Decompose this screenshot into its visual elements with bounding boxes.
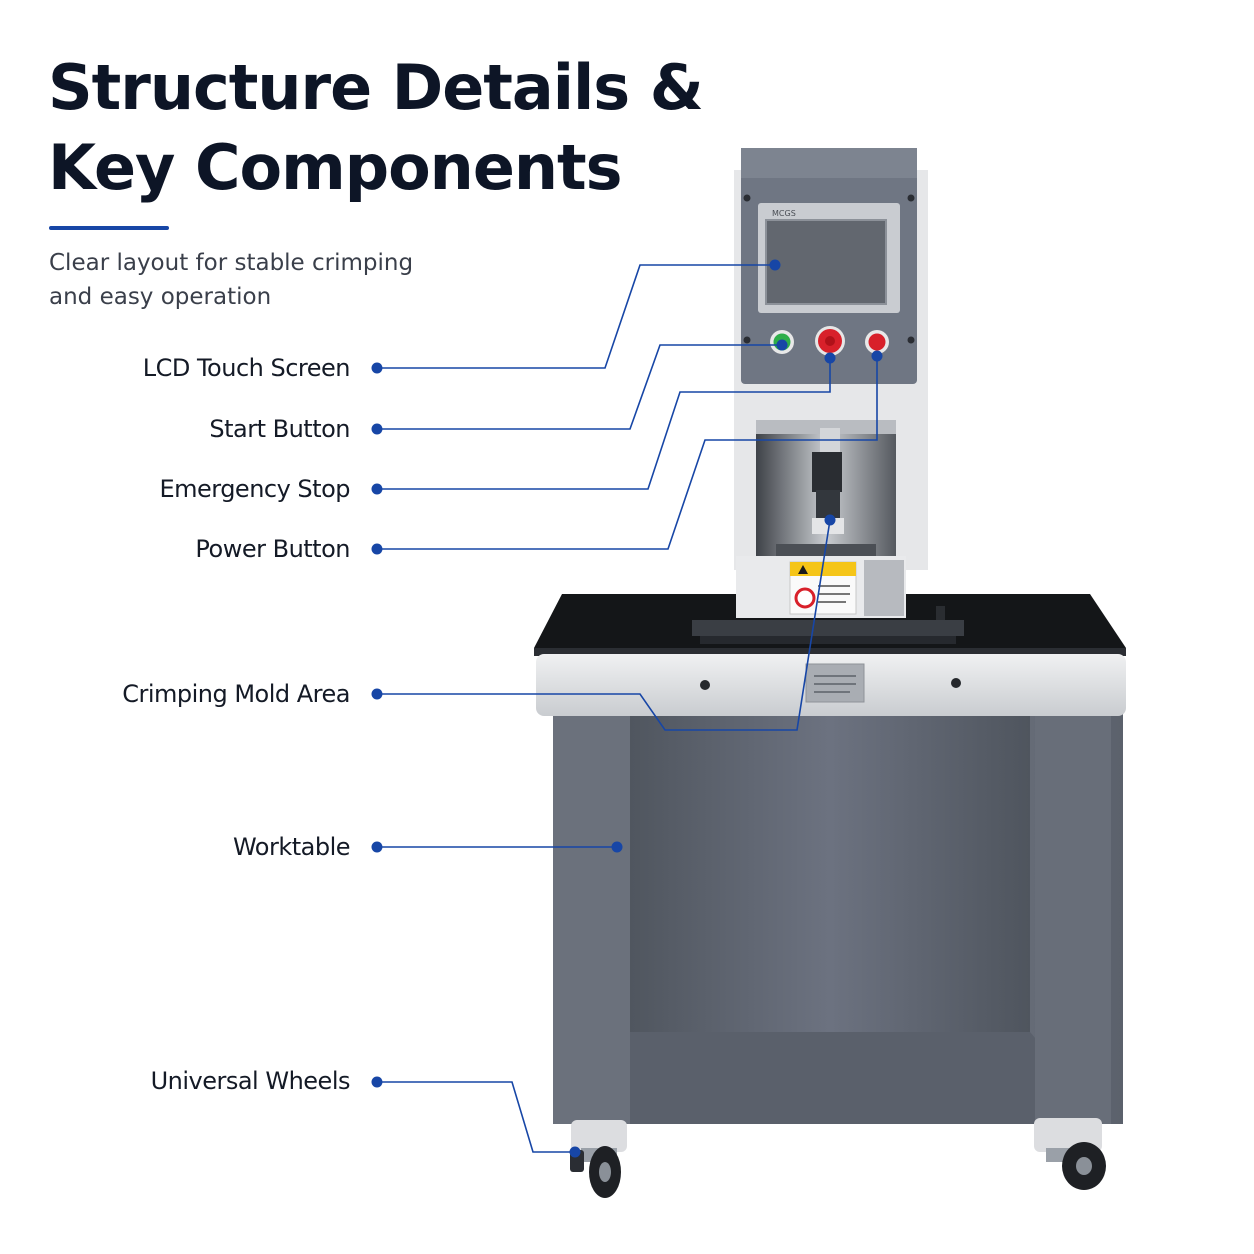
emergency-stop-button — [815, 326, 845, 356]
leader-line-start-button — [377, 344, 782, 430]
label-start-button: Start Button — [209, 415, 350, 443]
leader-line-emergency-stop — [377, 358, 831, 490]
panel-brand: MCGS — [772, 209, 796, 218]
leader-line-crimping-mold-area — [377, 519, 831, 731]
subtitle-line-2: and easy operation — [49, 284, 272, 310]
label-lcd-touch-screen: LCD Touch Screen — [142, 354, 351, 382]
page-title: Structure Details & Key Components — [48, 48, 704, 208]
title-line-2: Key Components — [48, 131, 623, 204]
leader-dot-start-universal-wheels — [371, 1076, 383, 1088]
subtitle-line-1: Clear layout for stable crimping — [49, 250, 414, 276]
label-emergency-stop: Emergency Stop — [159, 475, 350, 503]
press-lower-housing — [736, 556, 906, 618]
worktable-base — [553, 712, 1123, 1124]
title-line-1: Structure Details & — [48, 51, 704, 124]
leader-dot-start-start-button — [371, 423, 383, 435]
crimping-chamber — [756, 420, 896, 556]
leader-line-lcd-touch-screen — [377, 264, 775, 369]
label-crimping-mold-area: Crimping Mold Area — [122, 680, 350, 708]
leader-dot-start-lcd-touch-screen — [371, 362, 383, 374]
leader-dot-start-emergency-stop — [371, 483, 383, 495]
leader-line-power-button — [377, 356, 878, 550]
leader-dot-end-worktable — [611, 841, 623, 853]
lcd-touch-screen: MCGS — [758, 203, 900, 313]
left-wheel — [570, 1120, 627, 1198]
page-subtitle: Clear layout for stable crimping and eas… — [49, 246, 429, 314]
label-universal-wheels: Universal Wheels — [150, 1067, 351, 1095]
leader-line-universal-wheels — [377, 1081, 575, 1153]
leader-dot-end-start-button — [776, 339, 788, 351]
label-worktable: Worktable — [232, 833, 351, 861]
leader-dot-start-crimping-mold-area — [371, 688, 383, 700]
leader-dot-end-lcd-touch-screen — [769, 259, 781, 271]
leader-dot-end-power-button — [871, 350, 883, 362]
mold-plate — [692, 606, 964, 644]
label-power-button: Power Button — [195, 535, 350, 563]
power-button — [865, 330, 889, 354]
title-underline — [49, 226, 169, 230]
leader-dot-end-universal-wheels — [569, 1146, 581, 1158]
leader-dot-start-worktable — [371, 841, 383, 853]
leader-dot-end-emergency-stop — [824, 352, 836, 364]
right-wheel — [1034, 1118, 1106, 1190]
leader-dot-start-power-button — [371, 543, 383, 555]
leader-dot-end-crimping-mold-area — [824, 514, 836, 526]
